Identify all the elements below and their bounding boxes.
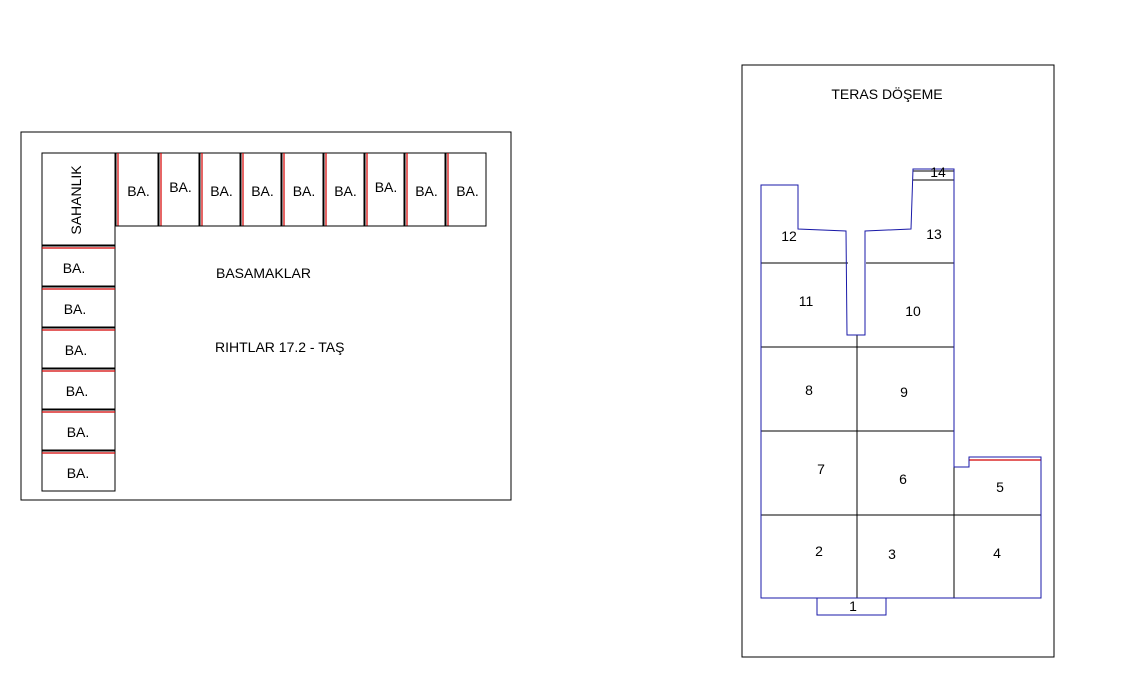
- left-step: BA.: [41, 449, 116, 492]
- top-step: BA.: [239, 152, 282, 227]
- terrace-sheet: TERAS DÖŞEME 1 2 3 4 5 6 7 8 9 10: [741, 64, 1055, 658]
- top-step: BA.: [198, 152, 241, 227]
- panel-label-3: 3: [888, 546, 896, 562]
- top-step-label: BA.: [456, 183, 479, 199]
- panel-label-8: 8: [805, 382, 813, 398]
- panel-label-12: 12: [781, 228, 797, 244]
- panel-label-14: 14: [930, 164, 946, 180]
- top-step-label: BA.: [334, 183, 357, 199]
- top-step-label: BA.: [169, 179, 192, 195]
- terrace-outline: [760, 168, 1042, 599]
- left-step-box: [41, 449, 116, 492]
- panel-label-6: 6: [899, 471, 907, 487]
- left-step-label: BA.: [63, 260, 86, 276]
- panel-label-10: 10: [905, 303, 921, 319]
- top-step-label: BA.: [127, 183, 150, 199]
- top-step: BA.: [363, 152, 405, 227]
- panel-label-13: 13: [926, 226, 942, 242]
- stairs-sheet-frame: [20, 131, 512, 501]
- panel-label-9: 9: [900, 384, 908, 400]
- panel-label-5: 5: [996, 479, 1004, 495]
- top-step-label: BA.: [415, 183, 438, 199]
- top-step-label: BA.: [210, 183, 233, 199]
- panel-label-4: 4: [993, 545, 1001, 561]
- stairs-sheet: SAHANLIK BA.BA.BA.BA.BA.BA.BA.BA.BA. BA.…: [20, 131, 512, 501]
- stairs-inner-outline: [114, 225, 486, 245]
- top-step: BA.: [114, 152, 159, 227]
- top-steps-row: BA. BA. BA. BA. BA. BA. BA. BA. BA.: [114, 152, 487, 227]
- panel-label-2: 2: [815, 543, 823, 559]
- left-step-label: BA.: [67, 424, 90, 440]
- left-step-label: BA.: [67, 465, 90, 481]
- panel-label-7: 7: [817, 461, 825, 477]
- top-step: BA.: [444, 152, 487, 227]
- terrace-title: TERAS DÖŞEME: [831, 85, 942, 102]
- left-step: BA.: [41, 408, 116, 451]
- left-step: BA.: [41, 326, 116, 369]
- terrace-sheet-frame: [741, 64, 1055, 658]
- top-step-label: BA.: [251, 183, 274, 199]
- landing-label: SAHANLIK: [68, 165, 84, 235]
- left-step: BA.: [41, 285, 116, 328]
- top-step-label: BA.: [293, 183, 316, 199]
- top-step: BA.: [322, 152, 365, 227]
- left-step-label: BA.: [66, 383, 89, 399]
- top-step: BA.: [157, 152, 200, 227]
- panel-label-1: 1: [849, 598, 857, 614]
- top-step: BA.: [403, 152, 446, 227]
- left-steps-column: BA. BA. BA. BA. BA. BA.: [41, 244, 116, 492]
- stairs-title: BASAMAKLAR: [216, 265, 311, 281]
- left-step: BA.: [41, 367, 116, 410]
- left-step-label: BA.: [65, 342, 88, 358]
- stairs-subtitle: RIHTLAR 17.2 - TAŞ: [215, 339, 344, 355]
- top-step: BA.: [280, 152, 324, 227]
- panel-label-11: 11: [799, 293, 814, 309]
- top-step-label: BA.: [375, 179, 398, 195]
- panel-1-outline: [816, 598, 887, 616]
- left-step-label: BA.: [64, 301, 87, 317]
- left-step: BA.: [41, 244, 116, 287]
